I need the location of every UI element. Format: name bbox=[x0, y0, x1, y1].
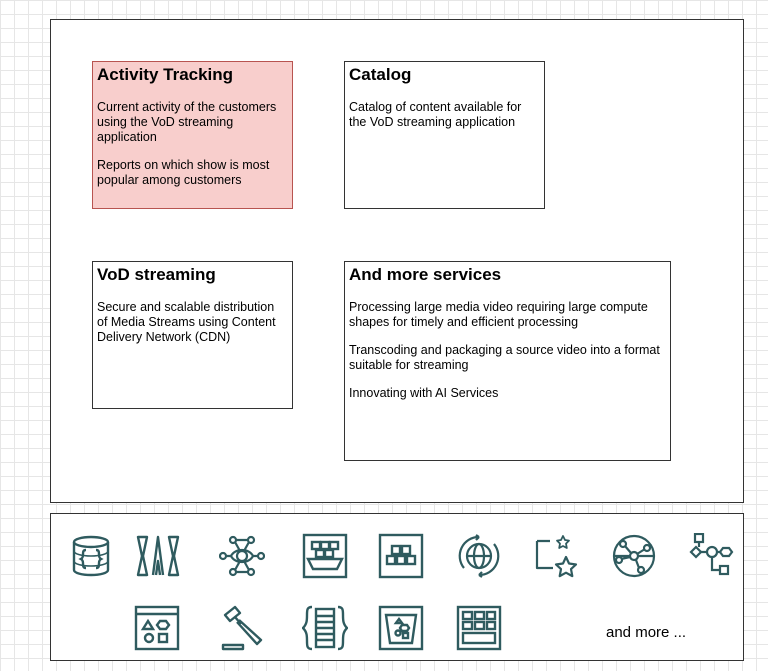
global-edge-icon[interactable] bbox=[456, 533, 502, 579]
compute-instances-icon[interactable] bbox=[378, 533, 424, 579]
ai-network-icon[interactable] bbox=[219, 533, 265, 579]
card-description: Transcoding and packaging a source video… bbox=[349, 343, 660, 372]
card-title: VoD streaming bbox=[97, 265, 216, 284]
functions-icon[interactable] bbox=[302, 605, 348, 651]
container-registry-icon[interactable] bbox=[302, 533, 348, 579]
vod-streaming-card[interactable]: VoD streaming Secure and scalable distri… bbox=[92, 261, 293, 409]
card-description: Processing large media video requiring l… bbox=[349, 300, 648, 329]
card-title: Activity Tracking bbox=[97, 65, 234, 84]
api-gateway-icon[interactable] bbox=[135, 533, 181, 579]
shapes-catalog-icon[interactable] bbox=[134, 605, 180, 651]
card-title: And more services bbox=[349, 265, 502, 284]
server-rack-icon[interactable] bbox=[456, 605, 502, 651]
card-description: Catalog of content available for the VoD… bbox=[349, 100, 522, 129]
and-more-label: and more ... bbox=[606, 624, 687, 641]
more-services-card[interactable]: And more services Processing large media… bbox=[344, 261, 671, 461]
card-description: Innovating with AI Services bbox=[349, 386, 499, 400]
card-description: Secure and scalable distribution of Medi… bbox=[97, 300, 276, 344]
governance-gavel-icon[interactable] bbox=[219, 605, 265, 651]
card-title: Catalog bbox=[349, 65, 412, 84]
activity-tracking-card[interactable]: Activity Tracking Current activity of th… bbox=[92, 61, 293, 209]
object-storage-bucket-icon[interactable] bbox=[378, 605, 424, 651]
card-description: Reports on which show is most popular am… bbox=[97, 158, 270, 187]
card-description: Current activity of the customers using … bbox=[97, 100, 277, 144]
network-globe-icon[interactable] bbox=[611, 533, 657, 579]
workflow-icon[interactable] bbox=[689, 533, 735, 579]
catalog-card[interactable]: Catalog Catalog of content available for… bbox=[344, 61, 545, 209]
json-database-icon[interactable] bbox=[68, 533, 114, 579]
data-science-icon[interactable] bbox=[533, 533, 579, 579]
